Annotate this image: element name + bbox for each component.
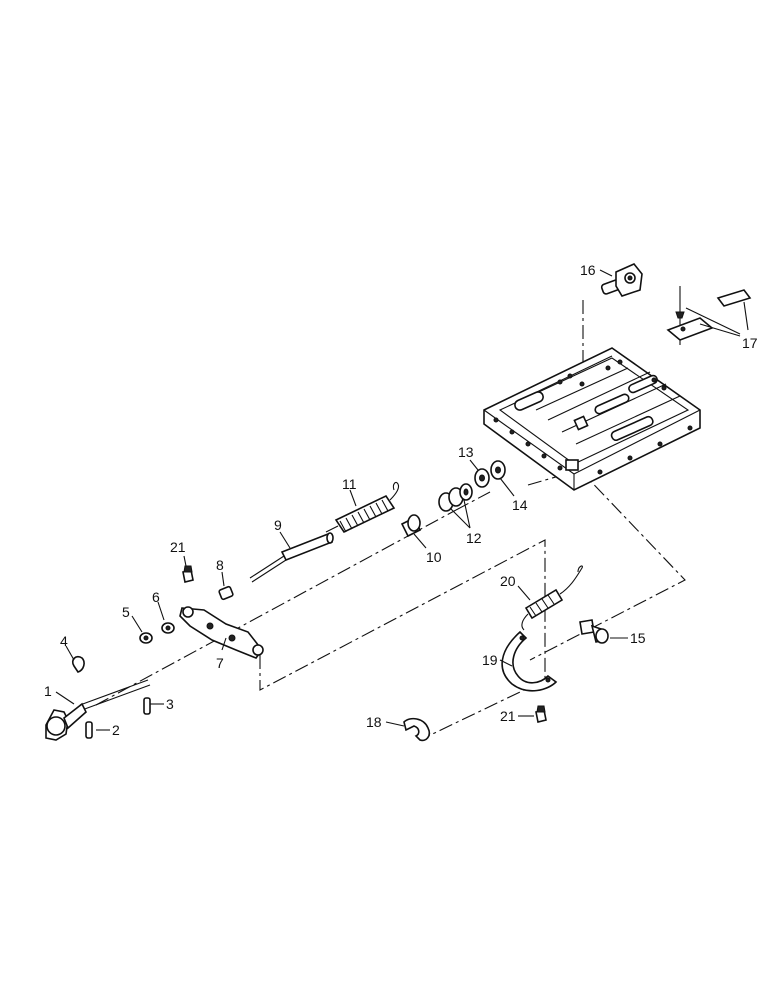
callout-4: 4 xyxy=(60,633,68,649)
callout-11: 11 xyxy=(342,476,357,492)
part-21-nut-upper xyxy=(182,565,194,583)
part-12-bushings xyxy=(438,483,473,512)
callout-labels: 1 2 3 4 5 6 7 8 9 10 11 12 13 14 15 16 1… xyxy=(44,262,758,738)
callout-10: 10 xyxy=(426,549,442,565)
callout-21-upper: 21 xyxy=(170,539,186,555)
part-7-lever-bar xyxy=(179,606,264,659)
callout-17: 17 xyxy=(742,335,758,351)
part-18-clamp xyxy=(403,717,431,742)
part-14-washer xyxy=(490,460,506,480)
part-21-nut-lower xyxy=(535,705,547,723)
part-19-strap xyxy=(501,630,558,692)
part-2-pin xyxy=(85,721,93,739)
seat-slide-frame xyxy=(483,347,701,491)
callout-13: 13 xyxy=(458,444,474,460)
part-20-spring xyxy=(521,565,583,631)
callout-3: 3 xyxy=(166,696,174,712)
callout-8: 8 xyxy=(216,557,224,573)
part-4-clip xyxy=(71,655,85,673)
callout-21-lower: 21 xyxy=(500,708,516,724)
part-15-bolt xyxy=(579,619,609,644)
part-1-adjusting-knob xyxy=(45,679,151,741)
callout-6: 6 xyxy=(152,589,160,605)
part-5-nut xyxy=(139,632,153,644)
callout-5: 5 xyxy=(122,604,130,620)
part-3-pin xyxy=(143,697,151,715)
callout-19: 19 xyxy=(482,652,498,668)
callout-12: 12 xyxy=(466,530,482,546)
leader-lines xyxy=(55,269,628,731)
callout-7: 7 xyxy=(216,655,224,671)
part-16-pivot-bracket xyxy=(600,263,643,297)
callout-9: 9 xyxy=(274,517,282,533)
callout-16: 16 xyxy=(580,262,596,278)
part-8-nut xyxy=(218,585,234,601)
part-9-threaded-rod xyxy=(249,532,334,583)
part-6-nut xyxy=(161,622,175,634)
part-17-plate-set xyxy=(666,286,752,341)
callout-1: 1 xyxy=(44,683,52,699)
callout-15: 15 xyxy=(630,630,646,646)
callout-2: 2 xyxy=(112,722,120,738)
callout-18: 18 xyxy=(366,714,382,730)
part-11-spring xyxy=(325,481,400,534)
part-10-sleeve xyxy=(400,514,422,538)
callout-14: 14 xyxy=(512,497,528,513)
callout-20: 20 xyxy=(500,573,516,589)
part-13-washer xyxy=(474,468,490,488)
